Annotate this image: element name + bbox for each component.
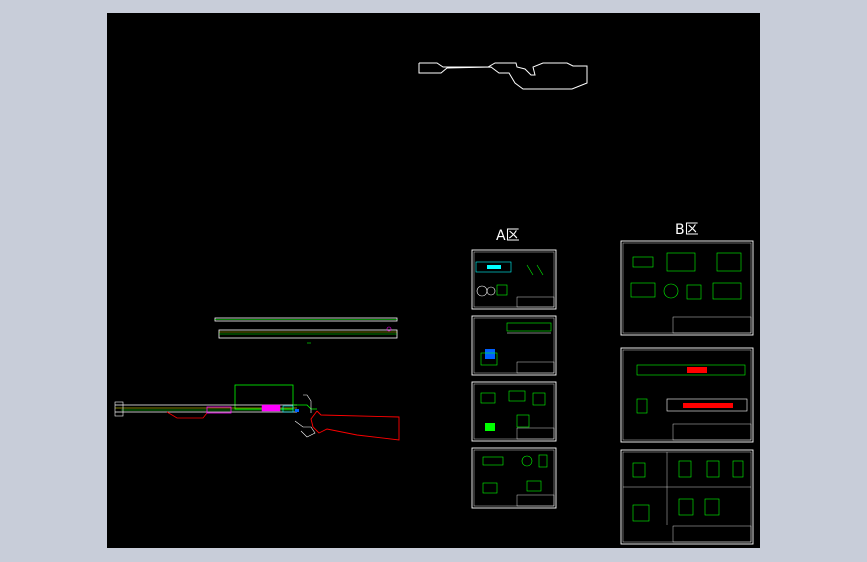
sheet-a3[interactable] — [471, 381, 557, 442]
zone-label-b: B区 — [675, 222, 699, 238]
sheet-b1[interactable] — [620, 240, 754, 336]
sheet-b3[interactable] — [620, 449, 754, 545]
sheet-a4[interactable] — [471, 447, 557, 509]
sheet-a2[interactable] — [471, 315, 557, 376]
sheet-b2[interactable] — [620, 347, 754, 443]
cad-drawing-canvas[interactable]: A区 B区 — [107, 13, 760, 548]
barrel-part-drawing — [214, 317, 398, 344]
rifle-assembly-drawing — [114, 384, 400, 441]
zone-label-a: A区 — [496, 228, 520, 244]
stock-outline-drawing — [418, 62, 588, 90]
sheet-a1[interactable] — [471, 249, 557, 310]
drawing-sheet — [114, 62, 754, 545]
